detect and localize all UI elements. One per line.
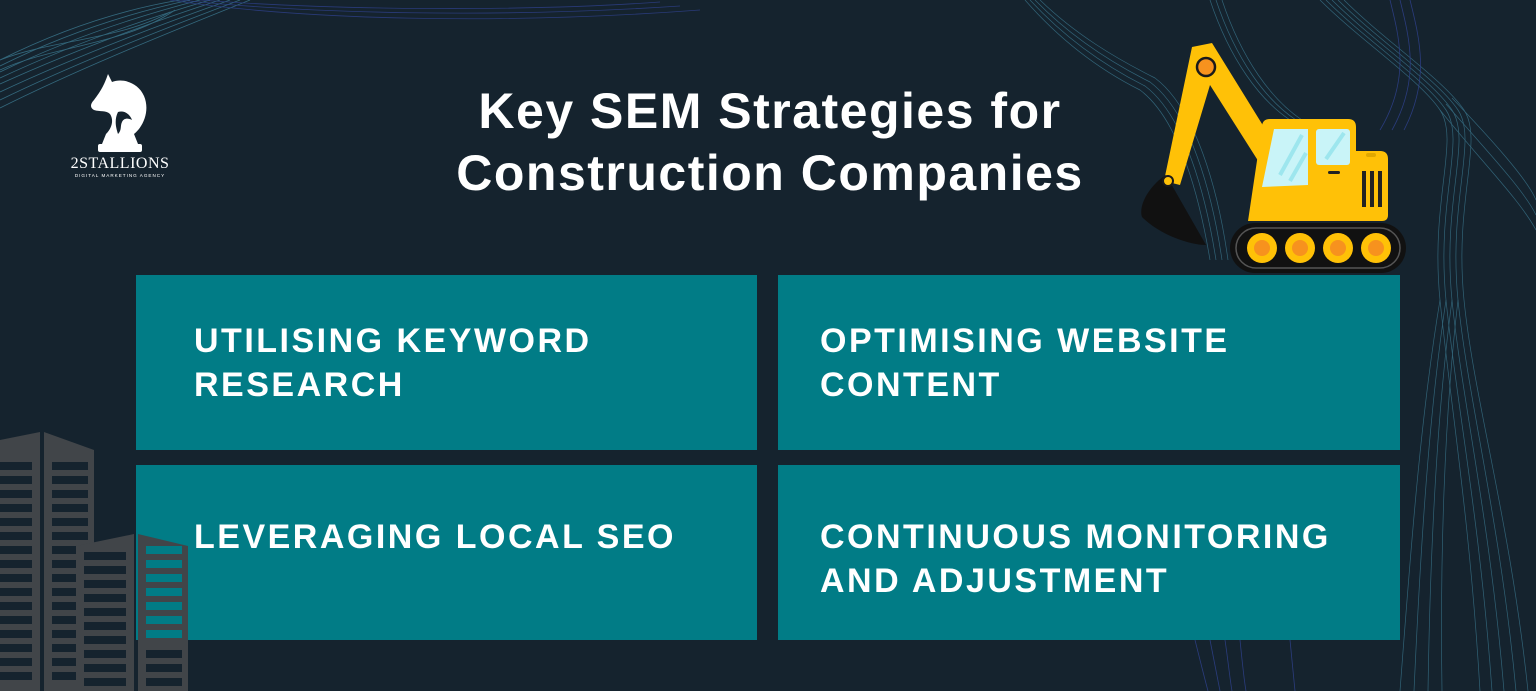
page-title: Key SEM Strategies for Construction Comp… [360,80,1180,204]
strategy-label: OPTIMISING WEBSITE CONTENT [820,322,1230,404]
brand-logo: 2STALLIONS DIGITAL MARKETING AGENCY [64,72,176,188]
strategy-label: CONTINUOUS MONITORING AND ADJUSTMENT [820,518,1331,600]
horse-chess-knight-icon [91,74,147,152]
brand-name: 2STALLIONS [70,155,170,172]
strategy-card-keyword-research: UTILISING KEYWORD RESEARCH [136,275,757,450]
excavator-icon [1141,43,1406,273]
front-building-icon [76,534,188,691]
title-line-1: Key SEM Strategies for [478,83,1062,139]
brand-tagline: DIGITAL MARKETING AGENCY [74,173,166,178]
title-line-2: Construction Companies [456,145,1084,201]
strategy-card-website-content: OPTIMISING WEBSITE CONTENT [778,275,1400,450]
strategy-card-monitoring: CONTINUOUS MONITORING AND ADJUSTMENT [778,465,1400,640]
strategy-card-local-seo: LEVERAGING LOCAL SEO [136,465,757,640]
strategy-label: LEVERAGING LOCAL SEO [194,518,676,556]
strategy-label: UTILISING KEYWORD RESEARCH [194,322,592,404]
